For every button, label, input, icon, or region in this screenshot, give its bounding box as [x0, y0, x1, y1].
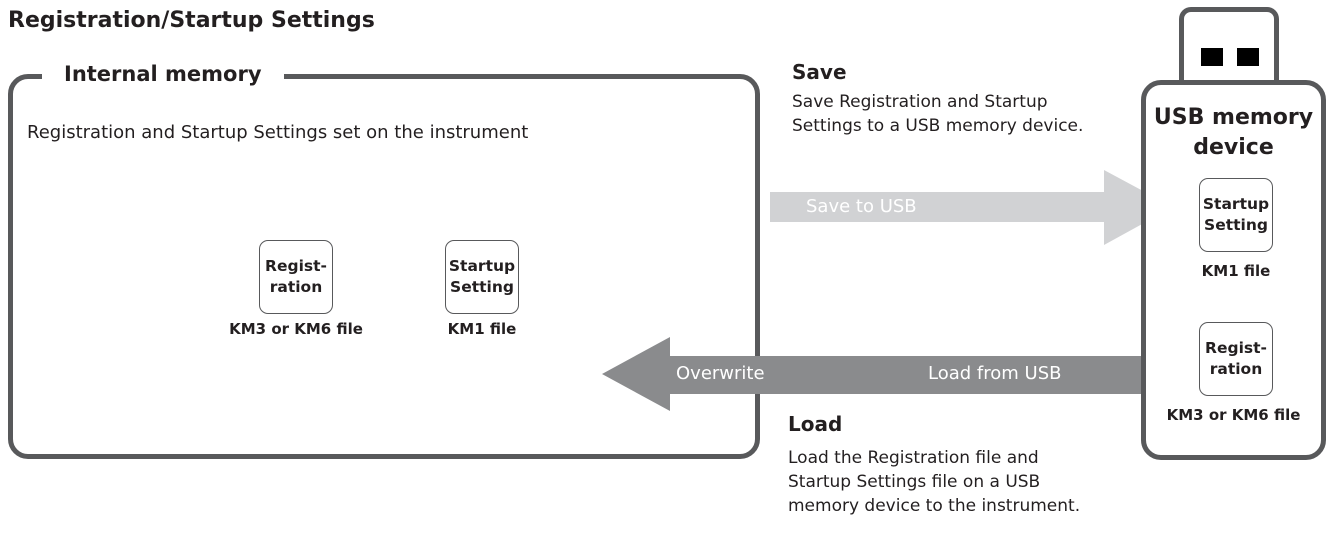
save-heading: Save	[792, 60, 847, 84]
usb-title-line-1: USB memory	[1153, 105, 1314, 130]
registration-icon-line-1: Regist-	[265, 257, 327, 275]
page-title: Registration/Startup Settings	[8, 8, 375, 33]
usb-registration-file-caption: KM3 or KM6 file	[1166, 406, 1301, 424]
save-arrow	[770, 170, 1173, 245]
registration-icon-line-2: ration	[269, 278, 323, 296]
internal-memory-box	[8, 74, 760, 459]
usb-connector-hole-right	[1237, 48, 1259, 66]
usb-registration-icon-line-1: Regist-	[1205, 339, 1267, 357]
save-description: Save Registration and Startup Settings t…	[792, 92, 1084, 136]
usb-startup-file-icon: Startup Setting	[1199, 178, 1273, 252]
registration-file-icon: Regist- ration	[259, 240, 333, 314]
usb-startup-file-caption: KM1 file	[1201, 262, 1271, 280]
startup-file-icon: Startup Setting	[445, 240, 519, 314]
usb-title-line-2: device	[1193, 135, 1274, 160]
usb-connector-hole-left	[1201, 48, 1223, 66]
load-heading: Load	[788, 412, 843, 436]
startup-file-caption: KM1 file	[447, 320, 517, 338]
usb-device-title: USB memory device	[1141, 103, 1326, 163]
startup-icon-line-2: Setting	[450, 278, 514, 296]
registration-file-caption: KM3 or KM6 file	[229, 320, 363, 338]
usb-startup-icon-line-2: Setting	[1204, 216, 1268, 234]
load-description: Load the Registration file and Startup S…	[788, 448, 1081, 516]
load-arrow-label: Load from USB	[928, 363, 1062, 384]
load-arrow	[602, 337, 1142, 411]
overwrite-label: Overwrite	[676, 363, 765, 384]
usb-registration-file-icon: Regist- ration	[1199, 322, 1273, 396]
usb-connector	[1179, 7, 1279, 89]
usb-registration-icon-line-2: ration	[1209, 360, 1263, 378]
usb-device-body	[1141, 80, 1326, 460]
internal-memory-label: Internal memory	[42, 62, 284, 86]
usb-startup-icon-line-1: Startup	[1202, 195, 1270, 213]
save-arrow-label: Save to USB	[806, 196, 917, 217]
internal-memory-description: Registration and Startup Settings set on…	[27, 122, 529, 143]
startup-icon-line-1: Startup	[448, 257, 516, 275]
